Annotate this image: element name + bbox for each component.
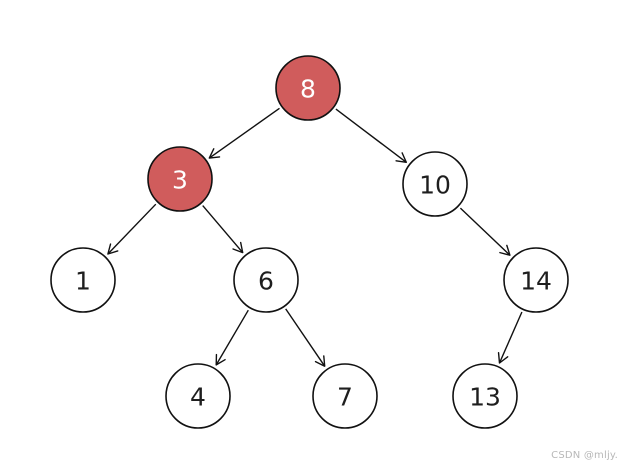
- node-label-10: 10: [419, 171, 451, 200]
- tree-node-6: 6: [233, 247, 299, 313]
- edge-10-to-14: [459, 207, 511, 256]
- tree-node-7: 7: [312, 363, 378, 429]
- node-circle-1: [50, 247, 116, 313]
- tree-node-13: 13: [452, 363, 518, 429]
- edge-3-to-6: [202, 205, 244, 254]
- node-label-1: 1: [75, 267, 91, 296]
- tree-node-4: 4: [165, 363, 231, 429]
- node-label-8: 8: [300, 75, 316, 104]
- node-circle-13: [452, 363, 518, 429]
- node-label-13: 13: [469, 383, 501, 412]
- tree-edges: [107, 107, 523, 367]
- node-circle-8: [275, 55, 341, 121]
- tree-nodes: 8 3 10 1 6 14 4 7 13: [50, 55, 569, 429]
- node-circle-14: [503, 247, 569, 313]
- edge-14-to-13: [497, 311, 523, 364]
- tree-node-1: 1: [50, 247, 116, 313]
- node-label-4: 4: [190, 383, 206, 412]
- node-label-7: 7: [337, 383, 353, 412]
- watermark-text: CSDN @mljy.: [551, 450, 618, 461]
- edge-6-to-4: [215, 309, 249, 366]
- edge-3-to-1: [107, 203, 157, 255]
- node-circle-10: [402, 151, 468, 217]
- node-label-14: 14: [520, 267, 552, 296]
- node-circle-6: [233, 247, 299, 313]
- node-label-3: 3: [172, 166, 188, 195]
- tree-node-3: 3: [147, 146, 213, 212]
- edge-6-to-7: [285, 308, 326, 367]
- edge-8-to-3: [208, 107, 280, 159]
- node-circle-4: [165, 363, 231, 429]
- tree-node-8: 8: [275, 55, 341, 121]
- node-label-6: 6: [258, 267, 274, 296]
- edge-8-to-10: [335, 108, 407, 164]
- tree-node-14: 14: [503, 247, 569, 313]
- node-circle-3: [147, 146, 213, 212]
- node-circle-7: [312, 363, 378, 429]
- tree-node-10: 10: [402, 151, 468, 217]
